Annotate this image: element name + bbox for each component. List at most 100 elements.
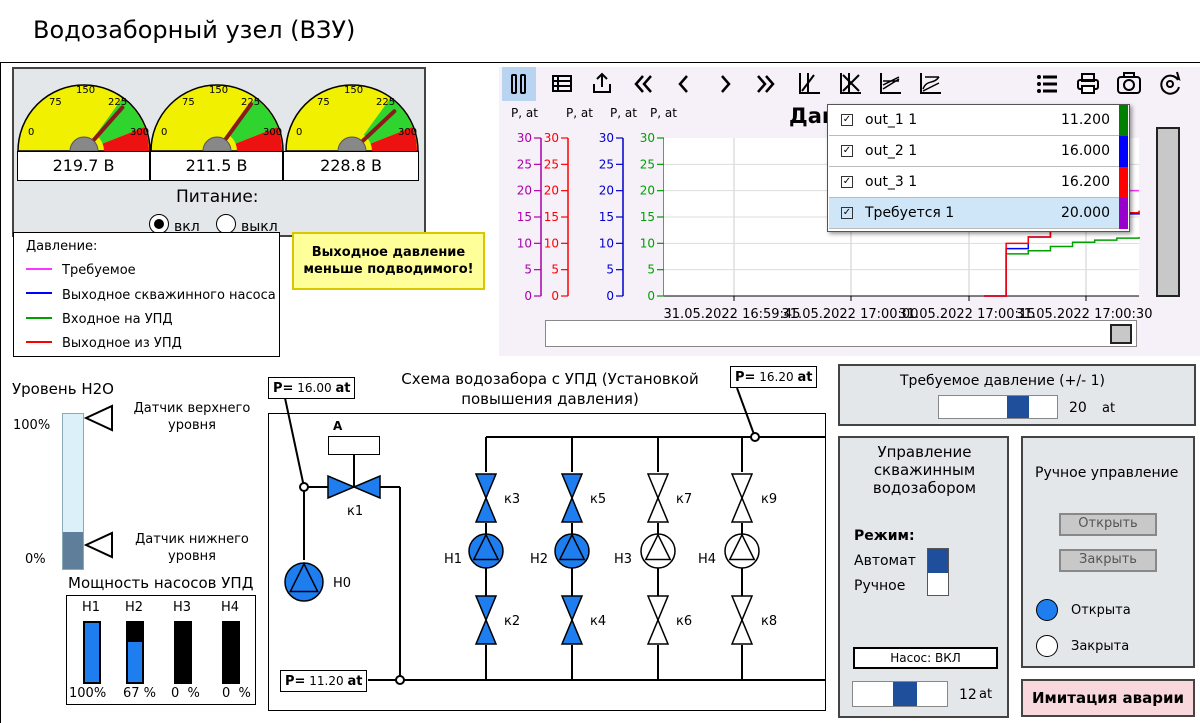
list-button[interactable] [1030,67,1064,101]
pressure-pointer [284,397,305,488]
pump-power-bar [222,621,240,684]
trend-legend-row-2[interactable]: ✓ out_2 1 16.000 [829,136,1128,167]
chart-area-icon [880,73,901,94]
manual-title: Ручное управление [1035,465,1179,481]
series-swatch [1119,105,1128,136]
legend-label-upd-out: Выходное из УПД [62,336,182,351]
page-title: Водозаборный узел (ВЗУ) [33,16,356,44]
y-tick-label: 10 [599,236,614,250]
well-pressure-slider[interactable] [852,681,948,707]
slider-thumb[interactable] [893,682,917,706]
pause-button[interactable] [502,67,536,101]
series-swatch [1119,198,1128,229]
y-tick-label: 25 [517,157,532,171]
gauge-green-zone [363,98,413,144]
refresh-button[interactable] [1153,67,1187,101]
trend-legend-row-1[interactable]: ✓ out_1 1 11.200 [829,105,1128,136]
print-button[interactable] [1071,67,1105,101]
fast-back-button[interactable] [627,67,661,101]
camera-button[interactable] [1112,67,1146,101]
legend-line-upd-out [26,341,52,343]
forward-button[interactable] [708,67,742,101]
gauge-red-zone [235,127,282,151]
y-tick-label: 5 [551,263,559,277]
trend-horizontal-scrollbar[interactable] [545,320,1137,347]
trend-vertical-scrollbar[interactable] [1156,127,1180,297]
power-label: Питание: [176,187,259,207]
print-icon [1077,73,1099,94]
well-control-title: Управление скважинным водозабором [872,443,977,497]
trend-legend-row-3[interactable]: ✓ out_3 1 16.200 [829,167,1128,198]
pump-power-bar [83,621,101,684]
pump-status-box: Насос: ВКЛ [853,647,998,669]
x-tick-label: 31.05.2022 16:59:45 [664,307,801,322]
legend-line-well-out [26,292,52,294]
chart-cursor-button[interactable] [792,67,826,101]
y-tick-label: 20 [640,184,655,198]
x-tick-label: 31.05.2022 17:00:00 [782,307,919,322]
mode-switch-thumb[interactable] [928,549,948,573]
export-button[interactable] [585,67,619,101]
required-pressure-slider[interactable] [938,395,1058,419]
actuator-box [328,436,380,455]
valve-icon [560,595,584,645]
x-tick-label: 31.05.2022 17:00:15 [899,307,1036,322]
series-line [984,237,1140,297]
valve-icon [474,473,498,523]
well-pressure-unit: at [979,687,993,702]
gauge-green-zone [95,98,145,144]
power-panel: 075150225300075150225300075150225300 219… [12,67,426,237]
y-tick-label: 10 [517,236,532,250]
pressure-bottom-box: P= 11.20 at [280,670,368,692]
scheme-diagram [284,387,826,685]
back-button[interactable] [667,67,701,101]
pause-button-bg [502,67,536,101]
gauge-scale-label: 300 [263,127,282,138]
checkbox-icon[interactable]: ✓ [841,176,853,188]
axis-unit-label: P, at [650,106,677,120]
chart-area2-button[interactable] [913,67,947,101]
close-button[interactable]: Закрыть [1059,549,1157,572]
pump-label: Н1 [444,552,463,567]
y-tick-label: 20 [544,184,559,198]
fast-forward-icon [757,75,775,93]
checkbox-icon[interactable]: ✓ [841,145,853,157]
power-on-radio[interactable] [149,214,169,234]
checkbox-icon[interactable]: ✓ [841,114,853,126]
camera-icon [1117,72,1141,94]
legend-line-required [26,268,52,270]
y-tick-label: 25 [544,157,559,171]
horizontal-scroll-thumb[interactable] [1110,324,1132,344]
trend-legend-row-4[interactable]: ✓ Требуется 1 20.000 [829,198,1128,229]
pump-label: Н4 [698,552,717,567]
pump-label: Н2 [530,552,549,567]
chart-cross-button[interactable] [833,67,867,101]
table-icon [552,75,572,92]
valve-icon [474,595,498,645]
legend-label-well-out: Выходное скважинного насоса [62,288,276,303]
chart-cursor-icon [799,73,820,94]
valve-label: к6 [676,614,693,629]
mode-switch[interactable] [927,548,949,596]
valve-label: к4 [590,614,607,629]
axis-unit-label: P, at [566,106,593,120]
y-tick-label: 15 [517,210,532,224]
valve-label: к7 [676,492,693,507]
fast-forward-button[interactable] [748,67,782,101]
gauge-value-2: 211.5 В [150,151,283,181]
gauges-svg: 075150225300075150225300075150225300 [17,84,419,153]
power-off-radio[interactable] [216,214,236,234]
table-button[interactable] [545,67,579,101]
emergency-button[interactable]: Имитация аварии [1021,679,1195,717]
pump-icon [724,533,760,569]
slider-thumb[interactable] [1007,396,1029,418]
pump-icon [554,533,590,569]
list-icon [1037,75,1057,93]
pressure-in-box: P= 16.00 at [268,377,356,399]
pump-icon [640,533,676,569]
open-button[interactable]: Открыть [1059,513,1157,536]
checkbox-icon[interactable]: ✓ [841,207,853,219]
chart-area-button[interactable] [873,67,907,101]
pressure-out-box: P= 16.20 at [730,366,818,388]
